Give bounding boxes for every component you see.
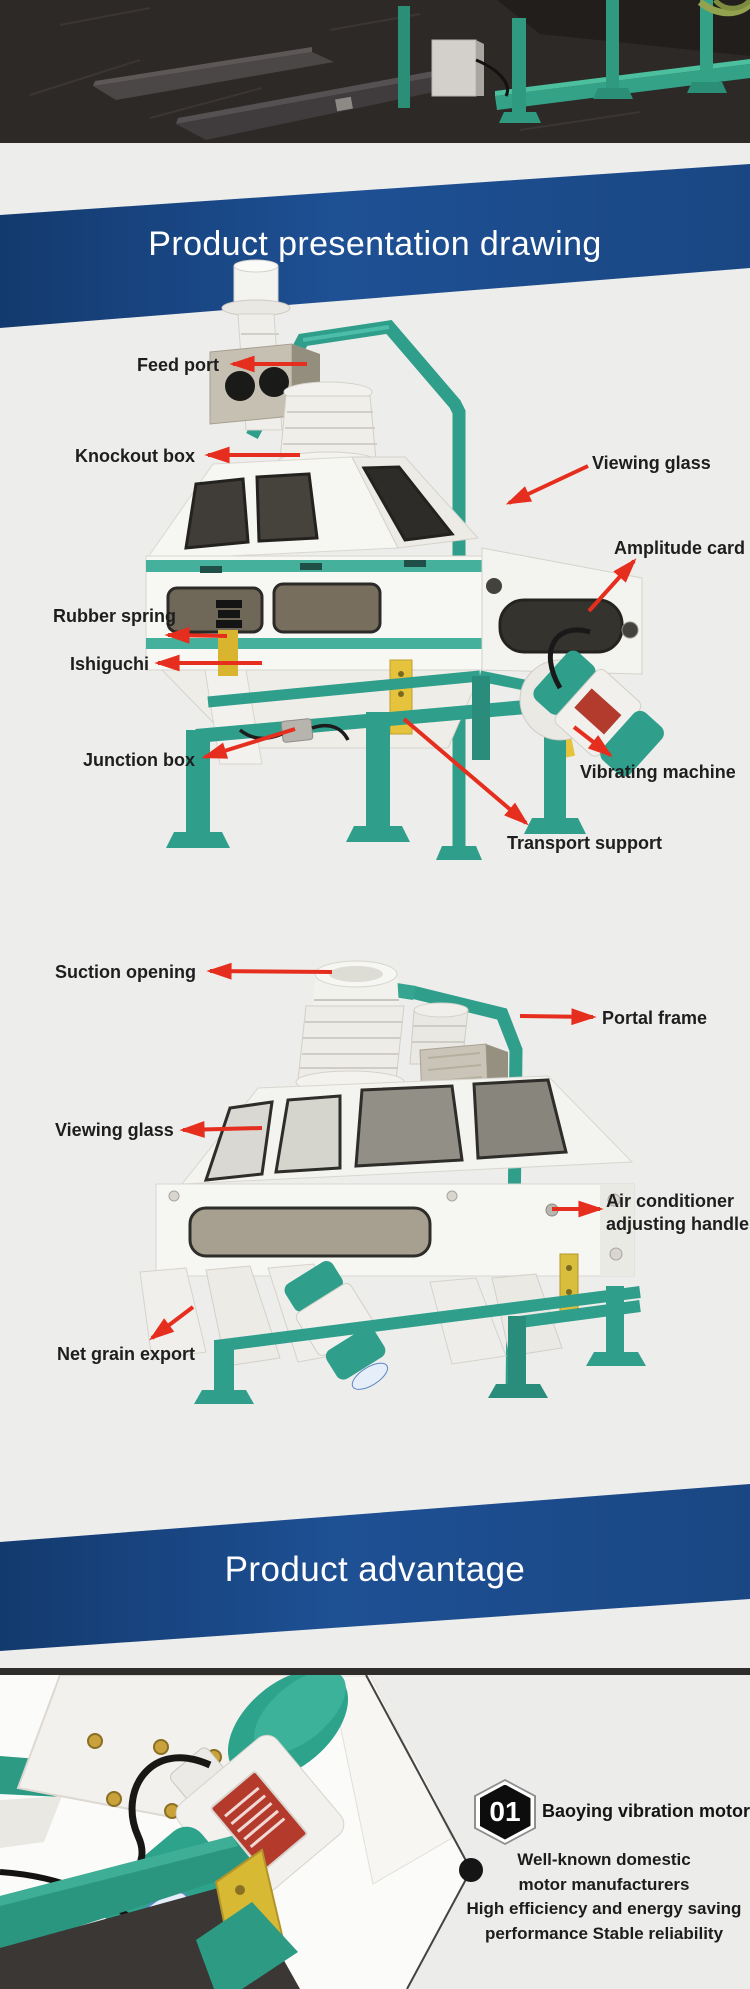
advantage-description: Well-known domestic motor manufacturers … [446, 1848, 750, 1946]
top-photo [0, 0, 750, 143]
label-air-handle-line2: adjusting handle [606, 1214, 750, 1234]
section-title-advantage: Product advantage [224, 1550, 526, 1589]
arrow-transport-support [402, 717, 529, 826]
arrow-viewing-glass-1 [505, 464, 589, 505]
advantage-line-1: Well-known domestic [517, 1850, 691, 1869]
label-portal-frame: Portal frame [602, 1008, 708, 1028]
arrow-amplitude-card [587, 558, 637, 613]
bullet-dot [459, 1858, 483, 1882]
section-title-presentation: Product presentation drawing [148, 225, 602, 263]
label-suction-opening: Suction opening [55, 962, 196, 982]
bottom-section-border [0, 1668, 750, 1675]
label-knockout-box: Knockout box [75, 446, 195, 466]
label-amplitude-card: Amplitude card [614, 538, 746, 558]
arrow-junction-box [201, 727, 296, 759]
hexagon-ring: 01 [476, 1781, 534, 1843]
label-air-handle: Air conditioner adjusting handle [606, 1190, 749, 1236]
label-feed-port: Feed port [137, 355, 220, 375]
label-rubber-spring: Rubber spring [53, 606, 177, 626]
label-viewing-glass-2: Viewing glass [55, 1120, 174, 1140]
arrow-portal-frame [519, 1008, 597, 1026]
machine-2-illustration [139, 960, 646, 1404]
arrow-rubber-spring [164, 626, 228, 644]
advantage-number: 01 [489, 1796, 521, 1827]
banner-advantage-shape [0, 1484, 750, 1651]
label-ishiguchi: Ishiguchi [70, 654, 150, 674]
advantage-line-3: High efficiency and energy saving [466, 1899, 742, 1918]
label-viewing-glass-1: Viewing glass [592, 453, 711, 473]
arrow-vibrating-machine [572, 725, 613, 758]
advantage-line-4: performance Stable reliability [484, 1923, 724, 1943]
callout-arrows [149, 355, 637, 1341]
advantage-line-2: motor manufacturers [518, 1874, 690, 1894]
label-transport-support: Transport support [507, 833, 663, 853]
machine-1-illustration [145, 259, 664, 860]
banner-presentation-shape [0, 164, 750, 328]
label-air-handle-line1: Air conditioner [606, 1191, 735, 1211]
advantage-title: Baoying vibration motor [542, 1801, 750, 1821]
arrow-viewing-glass-2 [179, 1121, 263, 1138]
label-junction-box: Junction box [83, 750, 195, 770]
hexagon-core: 01 [479, 1784, 531, 1840]
label-vibrating-machine: Vibrating machine [580, 762, 736, 782]
bottom-motor-photo [0, 1675, 471, 1989]
arrow-suction-opening [206, 962, 333, 980]
label-net-grain-export: Net grain export [57, 1344, 196, 1364]
arrow-net-grain-export [149, 1305, 195, 1341]
